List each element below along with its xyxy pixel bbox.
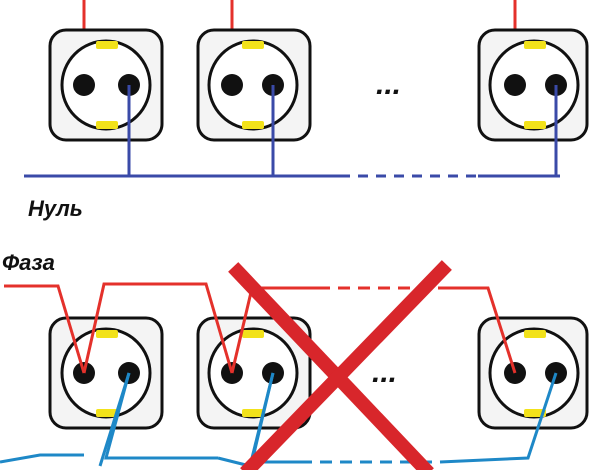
top-socket-1 [48,28,164,142]
phase-label: Фаза [2,250,55,275]
top-diagram: ... Нуль [24,0,589,221]
neutral-label: Нуль [28,196,83,221]
top-socket-3 [477,28,589,142]
top-neutral-bus [24,85,560,178]
bottom-socket-3 [477,316,589,430]
bottom-diagram: Фаза [0,250,589,470]
top-ellipsis: ... [376,68,401,101]
bottom-socket-2 [196,316,312,430]
top-socket-2 [196,28,312,142]
cross-out-mark [228,260,452,470]
bottom-socket-1 [48,316,164,430]
bottom-ellipsis: ... [372,356,397,389]
